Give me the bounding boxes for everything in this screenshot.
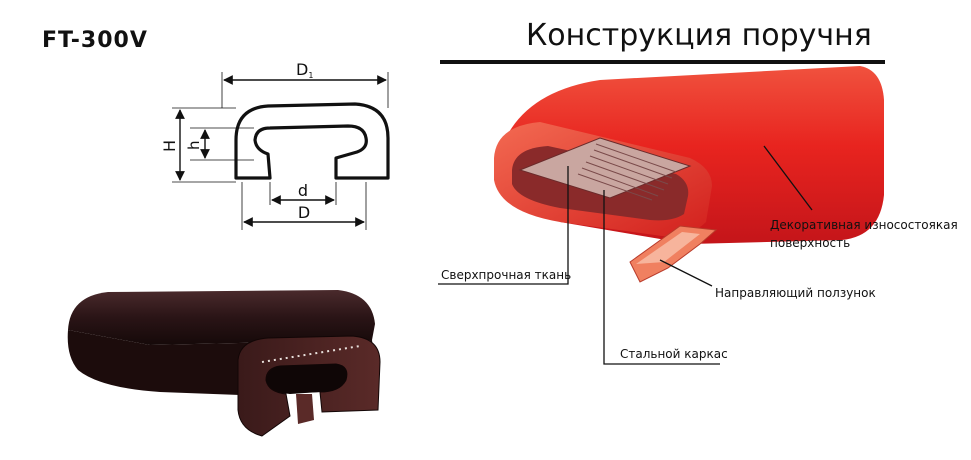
model-name: FT-300V	[42, 28, 148, 53]
page-title: Конструкция поручня	[526, 18, 872, 53]
steel-frame	[577, 143, 677, 201]
callout-fabric: Сверхпрочная ткань	[441, 268, 572, 282]
title-underline	[440, 60, 885, 64]
profile-outline	[234, 102, 390, 180]
callout-surface: Декоративная износостоякая поверхность	[770, 218, 958, 250]
d-small-label: d	[298, 181, 308, 200]
d1-label: D1	[296, 60, 313, 80]
fabric-callout-line	[438, 166, 569, 285]
h-small-label: h	[185, 140, 203, 150]
slider-callout-line	[659, 259, 713, 287]
callout-frame: Стальной каркас	[620, 347, 728, 361]
fabric-layer	[518, 137, 692, 199]
reinforcement-thread	[261, 345, 361, 363]
cross-section-drawing: D1 H h d D	[160, 60, 390, 230]
d-big-label: D	[298, 203, 310, 222]
callout-lines	[438, 145, 813, 365]
h-big-label: H	[160, 140, 179, 152]
surface-callout-line	[763, 145, 813, 211]
frame-callout-line	[603, 190, 612, 365]
handrail-sample-image	[67, 290, 381, 437]
handrail-cutaway-image	[494, 66, 884, 283]
callout-slider: Направляющий ползунок	[715, 286, 876, 300]
